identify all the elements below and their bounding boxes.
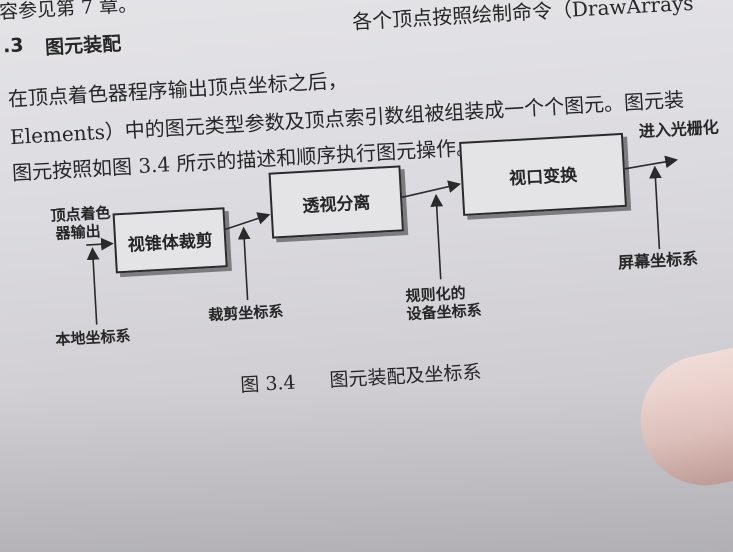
arrow-ndc-coords [430, 193, 444, 280]
figure-number: 图 3.4 [239, 371, 297, 397]
arrow-clip-coords [237, 226, 251, 301]
arrow-box2-to-box3 [401, 180, 462, 199]
diagram-arrows [86, 155, 679, 325]
arrow-input [86, 237, 114, 251]
arrow-box1-to-box2 [225, 212, 271, 230]
arrow-screen-coords [649, 165, 662, 250]
arrow-local-coords [86, 247, 100, 325]
arrow-to-rasterization [624, 155, 679, 170]
textbook-page: 容参见第 7 章。 .3 图元装配 各个顶点按照绘制命令（DrawArrays … [0, 0, 719, 397]
